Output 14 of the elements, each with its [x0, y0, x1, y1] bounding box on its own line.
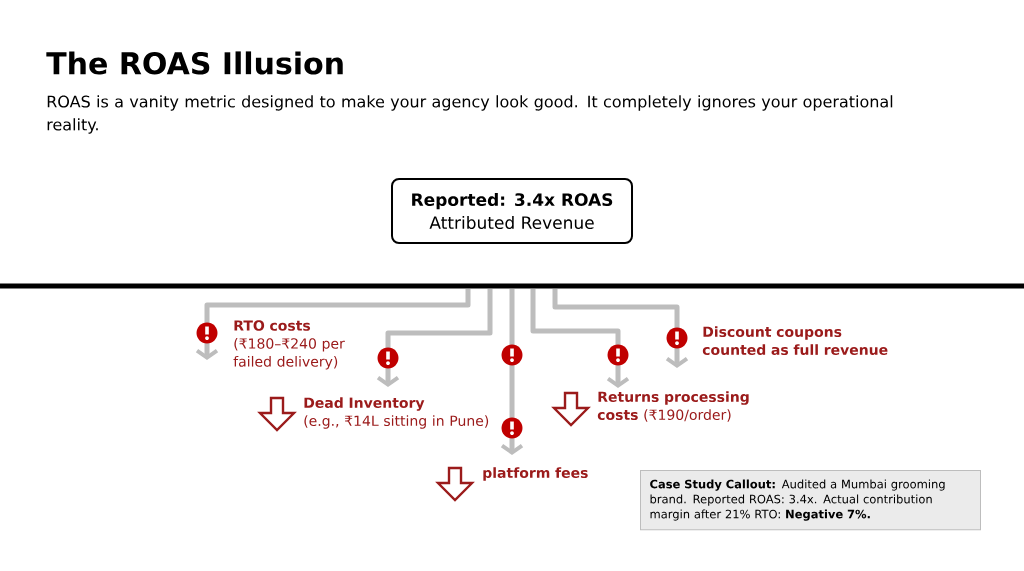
cost-label: RTO costs (₹180–₹240 per failed delivery) — [233, 320, 345, 370]
arrow — [195, 289, 471, 360]
cost-label: platform fees — [483, 467, 588, 481]
subtitle: ROAS is a vanity metric designed to make your agency look good. It completely ignores your operational reality. — [47, 95, 893, 134]
arrow — [376, 289, 493, 387]
callout-box: Case Study Callout: Audited a Mumbai grooming brand. Reported ROAS: 3.4x. Actual contribution margin after 21% RTO: Negative 7%. — [640, 470, 981, 531]
arrow — [500, 289, 524, 455]
title: The ROAS Illusion — [46, 51, 343, 75]
arrow — [552, 289, 689, 368]
metric-box: Reported: 3.4x ROAS Attributed Revenue — [391, 178, 633, 244]
arrow — [530, 289, 630, 388]
cost-label: Returns processing costs (₹190/order) — [597, 391, 749, 422]
cost-label: Dead Inventory (e.g., ₹14L sitting in Pune) — [304, 397, 489, 429]
cost-label: Discount coupons counted as full revenue — [702, 326, 888, 356]
